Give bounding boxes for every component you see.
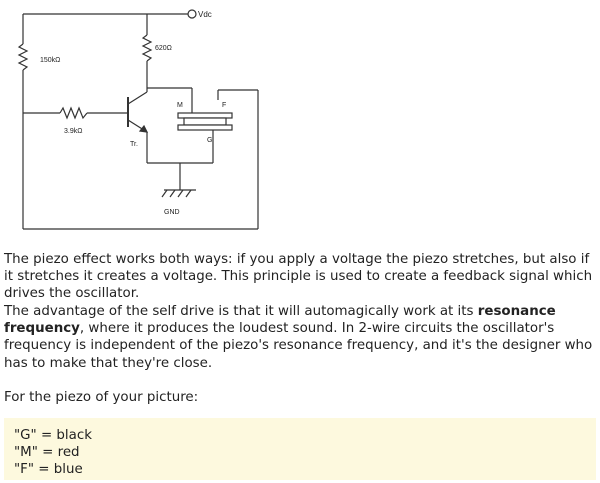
resonance-frequency-term: resonance frequency	[4, 304, 556, 337]
label-r2: 620Ω	[155, 45, 172, 52]
vdc-terminal	[187, 9, 197, 19]
paragraph-self-drive-end: , where it produces the loudest sound. I…	[4, 321, 593, 371]
code-line-f: "F" = blue	[14, 462, 83, 477]
resistor-620	[141, 34, 153, 62]
label-vdc: Vdc	[198, 10, 212, 19]
code-line-m: "M" = red	[14, 445, 80, 460]
resistor-150k	[17, 43, 29, 71]
label-r3: 3.9kΩ	[64, 128, 82, 135]
label-pin-f: F	[222, 102, 226, 109]
paragraph-self-drive-start: The advantage of the self drive is that …	[4, 304, 478, 319]
paragraph-self-drive: The advantage of the self drive is that …	[4, 303, 596, 372]
paragraph-your-picture: For the piezo of your picture:	[4, 390, 199, 405]
label-ground: GND	[164, 209, 180, 216]
label-transistor: Tr.	[130, 141, 138, 148]
label-r1: 150kΩ	[40, 57, 60, 64]
circuit-schematic: Vdc 150kΩ 620Ω 3.9kΩ Tr. M F G GND	[17, 9, 259, 230]
piezo-element	[177, 112, 233, 131]
paragraph-piezo-effect: The piezo effect works both ways: if you…	[4, 252, 593, 302]
label-pin-m: M	[177, 102, 183, 109]
code-line-g: "G" = black	[14, 428, 92, 443]
pin-color-code-box: "G" = black "M" = red "F" = blue	[4, 418, 596, 480]
label-pin-g: G	[207, 137, 212, 144]
resistor-3k9	[59, 106, 88, 120]
